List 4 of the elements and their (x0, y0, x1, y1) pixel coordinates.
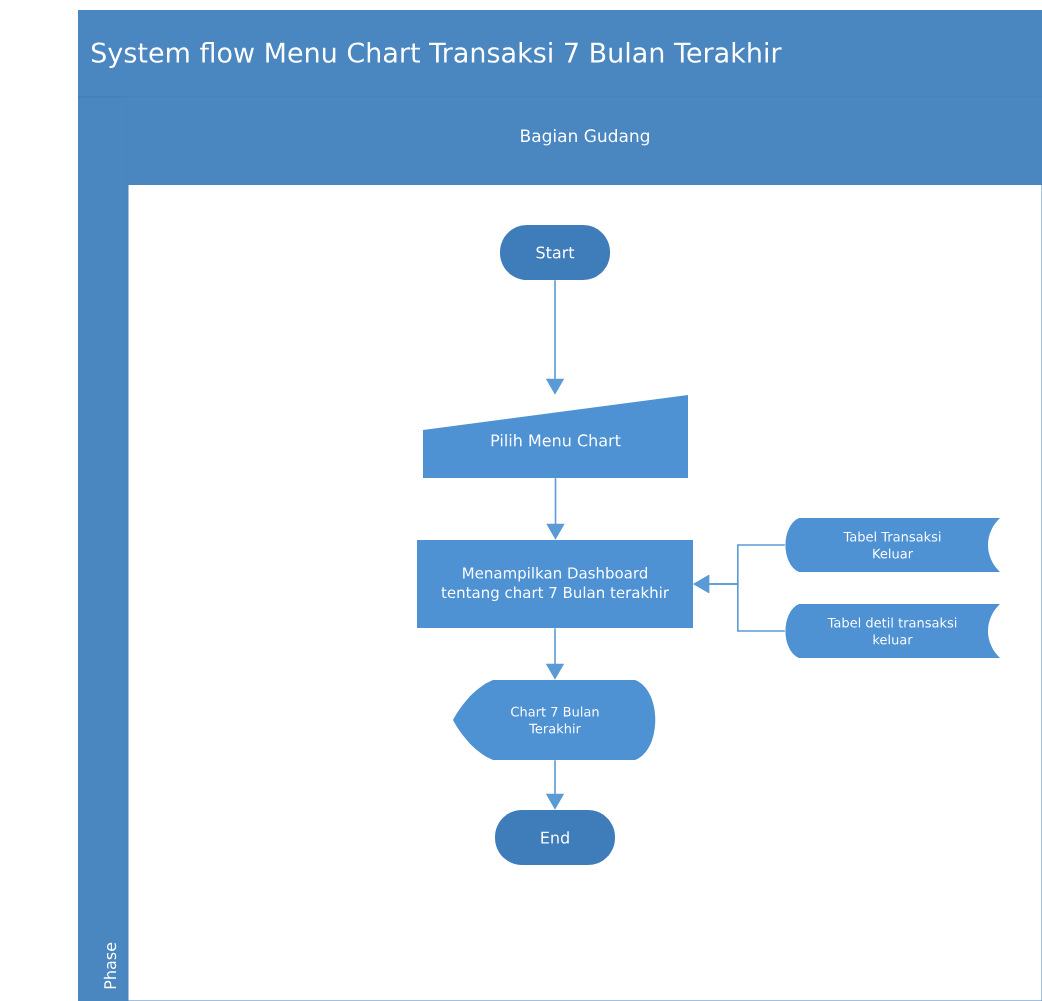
diagram-title: System flow Menu Chart Transaksi 7 Bulan Terakhir (92, 41, 782, 69)
start-terminator: Start (500, 225, 610, 280)
phase-label: Phase (103, 942, 117, 989)
process-box: Menampilkan Dashboard tentang chart 7 Bulan terakhir (417, 540, 693, 628)
